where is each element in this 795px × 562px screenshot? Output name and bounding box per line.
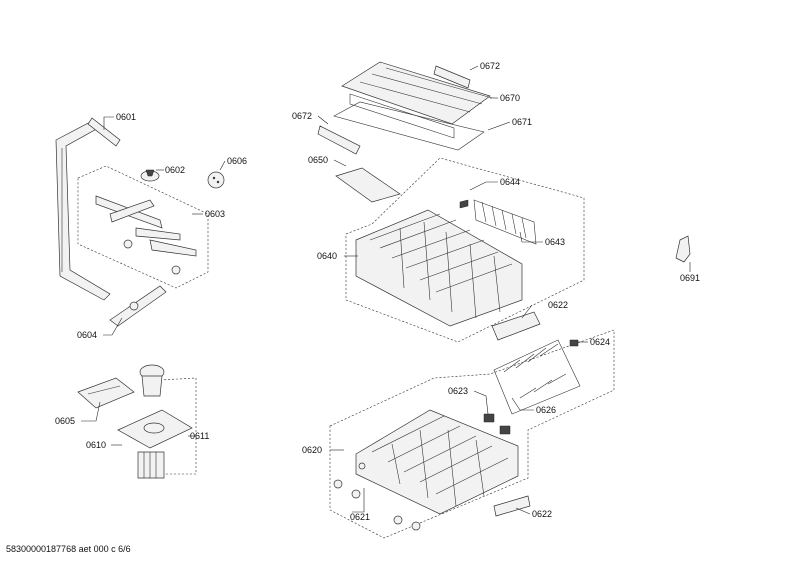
label-0626: 0626 xyxy=(536,405,556,415)
label-0620: 0620 xyxy=(302,445,322,455)
leader-lines xyxy=(81,65,691,515)
label-0670: 0670 xyxy=(500,93,520,103)
label-0606: 0606 xyxy=(227,156,247,166)
label-0644: 0644 xyxy=(500,177,520,187)
spray-arm-pipe-assembly xyxy=(55,117,225,327)
label-0610: 0610 xyxy=(86,440,106,450)
upper-basket-assembly xyxy=(317,61,585,343)
label-0691: 0691 xyxy=(680,273,700,283)
filter-assembly xyxy=(77,364,197,479)
label-0623: 0623 xyxy=(448,386,468,396)
label-0622-upper: 0622 xyxy=(548,300,568,310)
hook-part xyxy=(675,235,691,263)
label-0672-top: 0672 xyxy=(480,61,500,71)
label-0671: 0671 xyxy=(512,117,532,127)
label-0611: 0611 xyxy=(190,431,209,441)
label-0603: 0603 xyxy=(205,209,225,219)
label-0650: 0650 xyxy=(308,155,328,165)
lower-basket-assembly xyxy=(329,329,615,539)
part-labels: 0601 0602 0603 0604 0606 0605 0610 0611 … xyxy=(55,61,700,522)
label-0643: 0643 xyxy=(545,237,565,247)
document-id: 58300000187768 aet 000 c 6/6 xyxy=(6,544,131,554)
label-0604: 0604 xyxy=(77,330,97,340)
label-0602: 0602 xyxy=(165,165,185,175)
label-0622-lower: 0622 xyxy=(532,509,552,519)
label-0672-side: 0672 xyxy=(292,111,312,121)
label-0605: 0605 xyxy=(55,416,75,426)
label-0601: 0601 xyxy=(116,112,136,122)
label-0624: 0624 xyxy=(590,337,610,347)
label-0640: 0640 xyxy=(317,251,337,261)
label-0621: 0621 xyxy=(350,512,370,522)
